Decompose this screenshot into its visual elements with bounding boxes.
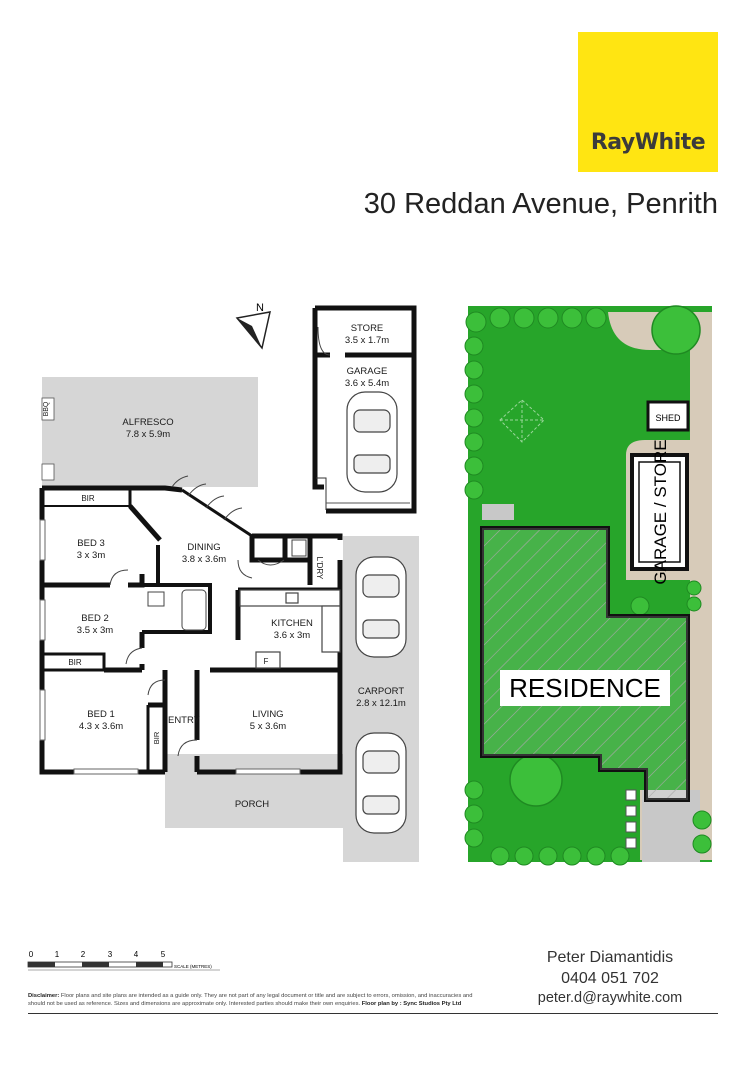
room-size: 3.8 x 3.6m [182, 554, 226, 565]
residence-building [480, 526, 690, 802]
shed-building [646, 400, 690, 432]
room-name: ALFRESCO [122, 417, 173, 428]
room-name: CARPORT [358, 686, 404, 697]
room-size: 5 x 3.6m [250, 721, 287, 732]
room-name: ENTRY [168, 715, 201, 726]
room-name: BED 3 [77, 538, 104, 549]
site-plan: SHED GARAGE / STORE RESIDENCE [464, 305, 712, 866]
steps [625, 789, 637, 849]
alfresco-doors [171, 475, 243, 521]
property-address: 30 Reddan Avenue, Penrith [363, 188, 718, 220]
disclaimer-text: Floor plans and site plans are intended … [28, 993, 473, 1007]
alfresco-area [42, 377, 258, 487]
shed-label: SHED [655, 413, 681, 423]
garden-path [608, 312, 712, 860]
room-name: BIR [81, 494, 95, 503]
car-icon [355, 556, 407, 658]
room-name: BED 1 [87, 709, 114, 720]
disclaimer-credit: Floor plan by : Sync Studios Pty Ltd [361, 1000, 462, 1007]
room-name: F [264, 657, 269, 666]
car-icon [346, 391, 398, 493]
agent-contact: Peter Diamantidis 0404 051 702 peter.d@r… [505, 947, 715, 1008]
windows [39, 519, 301, 775]
clothesline-icon [499, 399, 545, 443]
scale-tick: 2 [81, 950, 86, 959]
room-name: BBQ [43, 401, 50, 416]
north-arrow-icon: N [235, 302, 271, 350]
room-labels: STORE 3.5 x 1.7m GARAGE 3.6 x 5.4m ALFRE… [43, 323, 406, 810]
garage-store-label: GARAGE / STORE [651, 439, 670, 584]
room-name: KITCHEN [271, 618, 313, 629]
agent-email[interactable]: peter.d@raywhite.com [537, 990, 683, 1006]
garage-building [312, 305, 417, 514]
bathroom-fixtures [147, 539, 307, 631]
agent-name: Peter Diamantidis [546, 949, 674, 966]
room-size: 4.3 x 3.6m [79, 721, 123, 732]
raywhite-logo: RayWhite [578, 32, 718, 172]
tree-icon [651, 305, 701, 355]
room-name: DINING [187, 542, 220, 553]
disclaimer: Disclaimer: Floor plans and site plans a… [28, 993, 488, 1008]
room-size: 3.5 x 1.7m [345, 335, 389, 346]
scale-label: SCALE (METRES) [174, 964, 212, 969]
shrub-icon [630, 596, 650, 616]
room-name: GARAGE [347, 366, 388, 377]
scale-tick: 4 [134, 950, 139, 959]
scale-tick: 3 [108, 950, 113, 959]
logo-text: RayWhite [590, 130, 706, 155]
scale-bar: 0 1 2 3 4 5 SCALE (METRES) [27, 950, 220, 971]
kitchen-bench [239, 589, 341, 669]
room-name: STORE [351, 323, 384, 334]
residence-label: RESIDENCE [509, 673, 661, 703]
scale-tick: 0 [29, 950, 34, 959]
scale-tick: 1 [55, 950, 60, 959]
compass-label: N [256, 302, 264, 314]
room-size: 2.8 x 12.1m [356, 698, 406, 709]
room-name: BIR [152, 731, 161, 744]
room-name: PORCH [235, 799, 269, 810]
footer-divider [28, 1013, 718, 1014]
car-icon [355, 732, 407, 834]
porch-area [165, 754, 345, 828]
room-size: 7.8 x 5.9m [126, 429, 170, 440]
scale-tick: 5 [161, 950, 166, 959]
room-size: 3.6 x 5.4m [345, 378, 389, 389]
room-name: BIR [68, 658, 82, 667]
agent-phone[interactable]: 0404 051 702 [561, 970, 659, 987]
disclaimer-lead: Disclaimer: [28, 993, 60, 999]
room-name: L'DRY [315, 557, 324, 580]
door-swings [109, 559, 285, 757]
tree-icon [509, 753, 563, 807]
room-size: 3 x 3m [77, 550, 106, 561]
room-name: BED 2 [81, 613, 108, 624]
garage-store-building [630, 453, 689, 571]
room-name: LIVING [252, 709, 283, 720]
dining-angled-wall [181, 488, 253, 538]
room-size: 3.6 x 3m [274, 630, 311, 641]
room-size: 3.5 x 3m [77, 625, 114, 636]
